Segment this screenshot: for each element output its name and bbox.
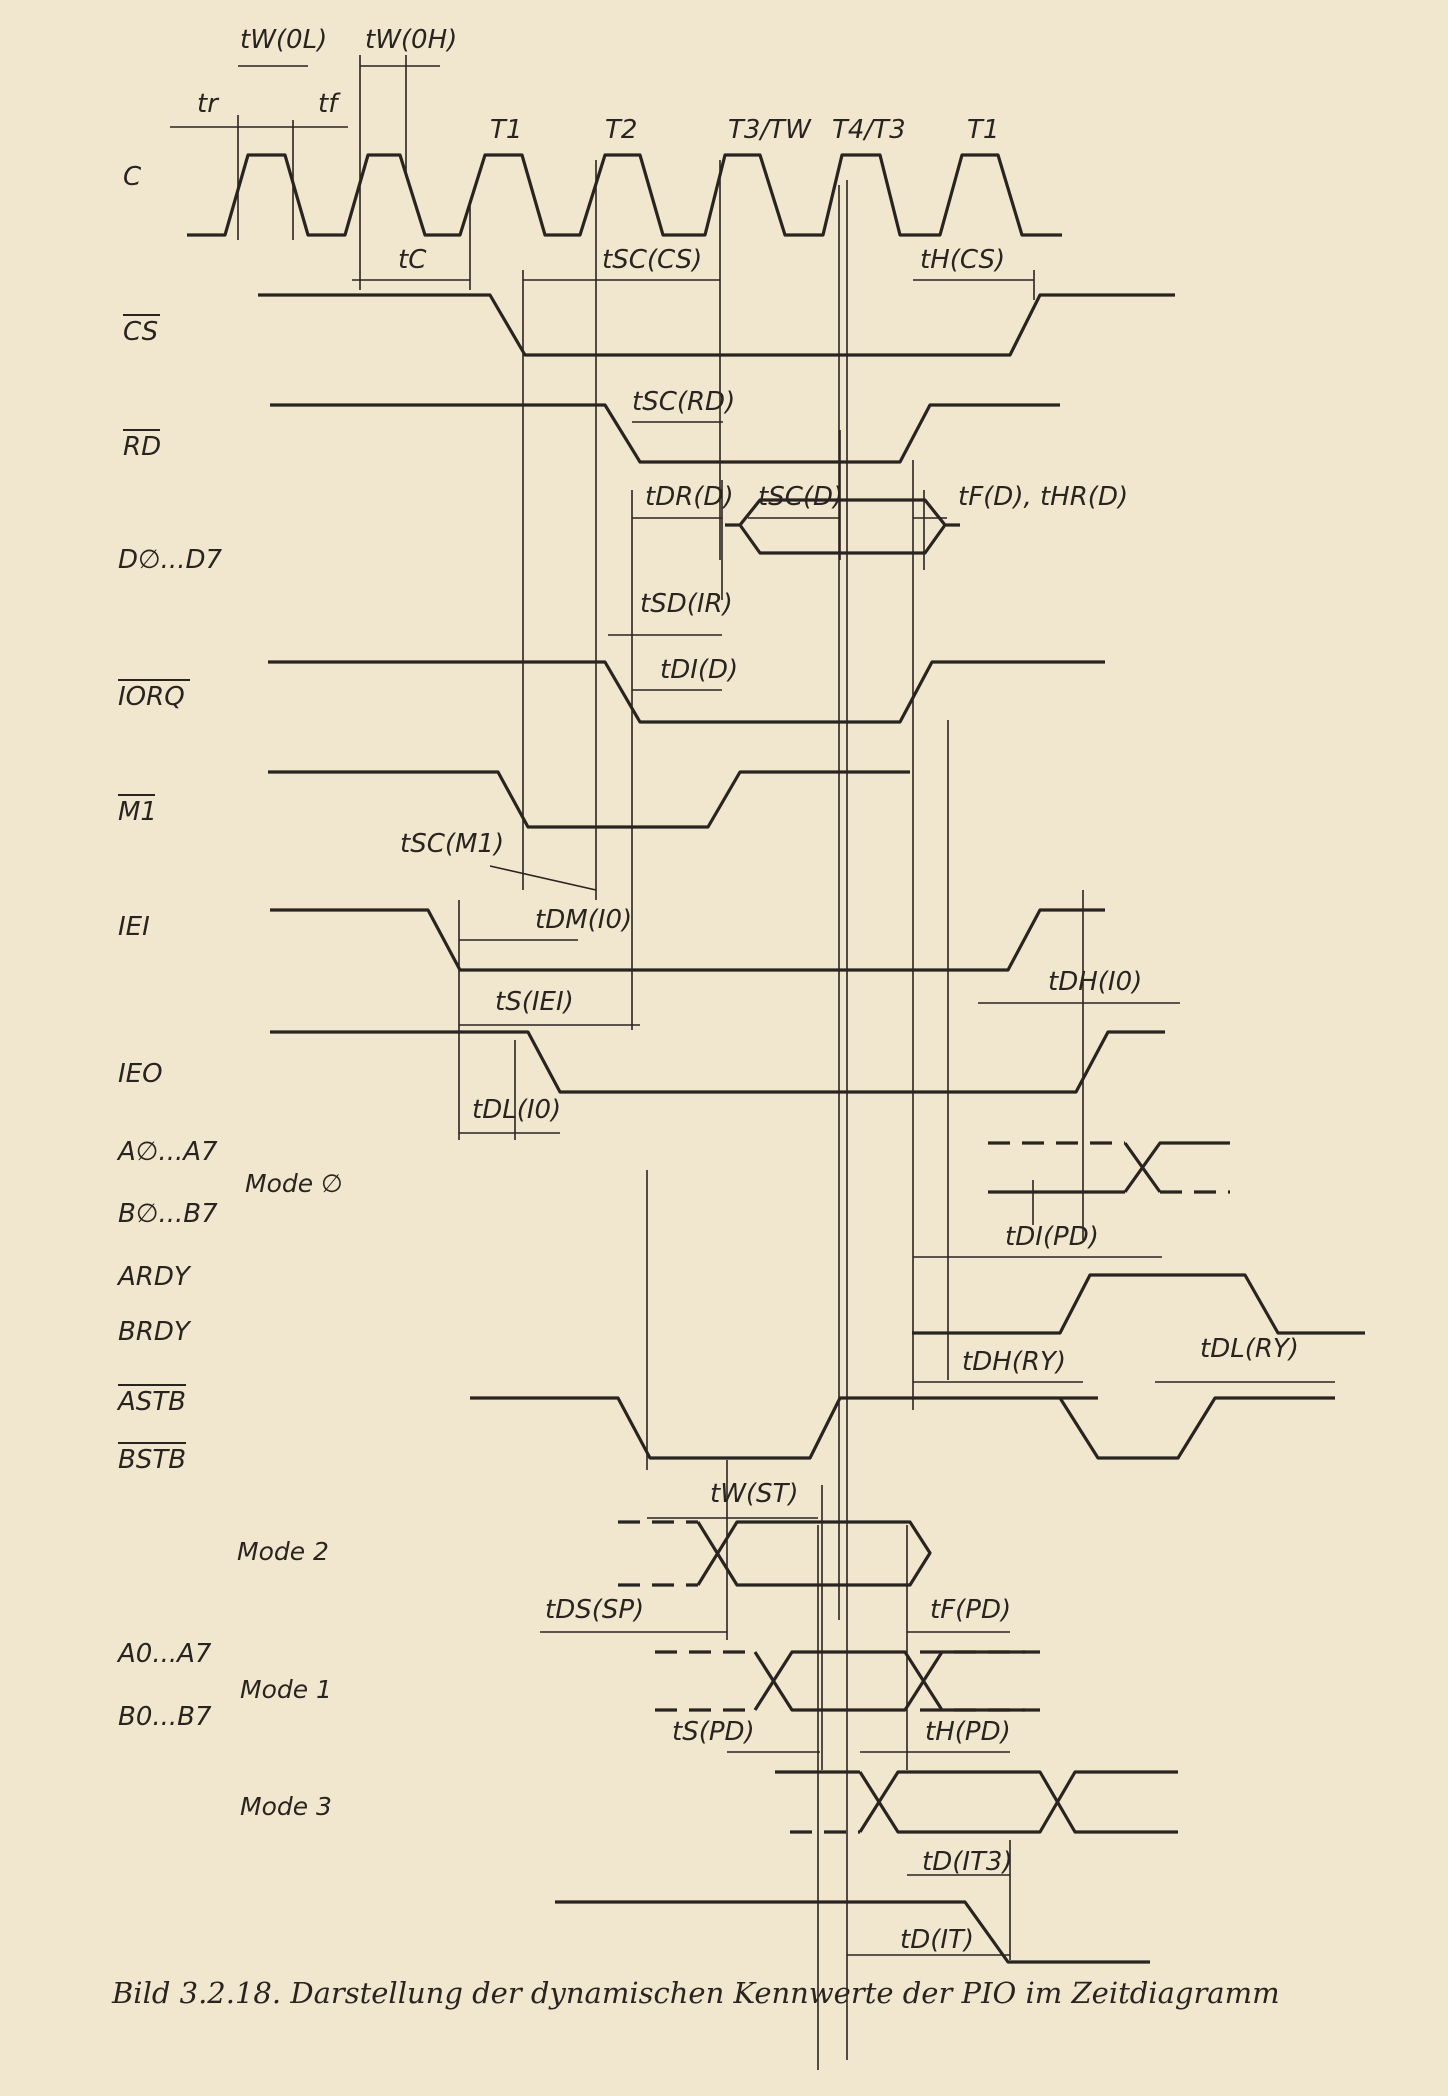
label-bstb: BSTB [118, 1445, 186, 1475]
label-cs: CS [123, 317, 158, 347]
clock-phase-labels: T1 T2 T3/TW T4/T3 T1 [490, 115, 999, 145]
param-tdi-pd: tDI(PD) [1005, 1222, 1099, 1252]
mode-labels: Mode ∅ Mode 2 Mode 1 Mode 3 [237, 1169, 343, 1821]
phase-label: T3/TW [728, 115, 812, 145]
phase-label: T4/T3 [832, 115, 906, 145]
astb-bstb-waveform [470, 1396, 1335, 1460]
param-ts-pd: tS(PD) [672, 1717, 755, 1747]
param-tdh-ry: tDH(RY) [962, 1347, 1066, 1377]
mode3-bus [858, 1770, 1178, 1834]
mode0-ab-transition [1123, 1141, 1230, 1193]
mode2-bus [696, 1520, 932, 1587]
param-tf-d-thr-d: tF(D), tHR(D) [958, 482, 1128, 512]
label-mode1: Mode 1 [240, 1675, 332, 1704]
label-mode0: Mode ∅ [245, 1169, 343, 1198]
iei-waveform [270, 908, 1105, 972]
phase-label: T2 [605, 115, 637, 145]
label-iorq: IORQ [118, 682, 185, 712]
param-tw-st: tW(ST) [710, 1479, 799, 1509]
param-tdr-d: tDR(D) [645, 482, 734, 512]
int-waveform [555, 1900, 1150, 1964]
label-data-bus: D∅...D7 [118, 545, 222, 575]
label-a-mode1: A0...A7 [116, 1639, 212, 1669]
clock-c-waveform [187, 153, 1062, 237]
label-m1: M1 [118, 797, 157, 827]
label-mode3: Mode 3 [240, 1792, 332, 1821]
label-mode2: Mode 2 [237, 1537, 329, 1566]
label-astb: ASTB [116, 1387, 186, 1417]
param-tf: tf [318, 89, 341, 119]
waveforms [187, 153, 1365, 1964]
iorq-waveform [268, 660, 1105, 724]
param-tw-0h: tW(0H) [365, 25, 457, 55]
timing-labels: tW(0L) tW(0H) tr tf tC tSC(CS) tH(CS) tS… [197, 25, 1299, 1955]
rd-waveform [270, 403, 1060, 464]
mode1-right [920, 1650, 1040, 1712]
param-tsc-cs: tSC(CS) [602, 245, 702, 275]
signal-labels: C CS RD D∅...D7 IORQ M1 IEI IEO A∅...A7 … [116, 162, 222, 1732]
param-tdi-d: tDI(D) [660, 655, 738, 685]
param-tr: tr [197, 89, 220, 119]
ardy-brdy-waveform [912, 1273, 1365, 1335]
data-bus-waveform [725, 498, 960, 555]
param-tds-sp: tDS(SP) [545, 1595, 644, 1625]
param-th-pd: tH(PD) [925, 1717, 1011, 1747]
label-brdy: BRDY [118, 1317, 192, 1347]
param-td-it: tD(IT) [900, 1925, 974, 1955]
phase-label: T1 [967, 115, 999, 145]
param-tdl-io: tDL(I0) [472, 1095, 561, 1125]
dimension-markers [170, 65, 1335, 1956]
param-tsd-ir: tSD(IR) [640, 589, 733, 619]
param-tsc-rd: tSC(RD) [632, 387, 735, 417]
label-ardy: ARDY [116, 1262, 192, 1292]
param-th-cs: tH(CS) [920, 245, 1005, 275]
label-iei: IEI [118, 912, 150, 942]
param-td-it3: tD(IT3) [922, 1847, 1013, 1877]
label-a-mode0: A∅...A7 [116, 1137, 218, 1167]
param-ts-iei: tS(IEI) [495, 987, 574, 1017]
label-b-mode1: B0...B7 [118, 1702, 212, 1732]
param-tsc-d: tSC(D) [758, 482, 843, 512]
mode1-bus [753, 1650, 1025, 1712]
ieo-waveform [270, 1030, 1165, 1094]
m1-waveform [268, 770, 910, 829]
label-b-mode0: B∅...B7 [118, 1199, 218, 1229]
label-ieo: IEO [118, 1059, 163, 1089]
phase-label: T1 [490, 115, 522, 145]
param-tdm-io: tDM(I0) [535, 905, 632, 935]
param-tf-pd: tF(PD) [930, 1595, 1011, 1625]
label-c: C [123, 162, 142, 192]
reference-lines [237, 55, 1084, 2070]
param-tsc-m1: tSC(M1) [400, 829, 504, 859]
figure-caption: Bild 3.2.18. Darstellung der dynamischen… [112, 1976, 1280, 2010]
param-tdl-ry: tDL(RY) [1200, 1334, 1299, 1364]
param-tw-0l: tW(0L) [240, 25, 327, 55]
cs-waveform [258, 293, 1175, 357]
param-tc: tC [398, 245, 427, 275]
param-tdh-io: tDH(I0) [1048, 967, 1142, 997]
label-rd: RD [123, 432, 161, 462]
